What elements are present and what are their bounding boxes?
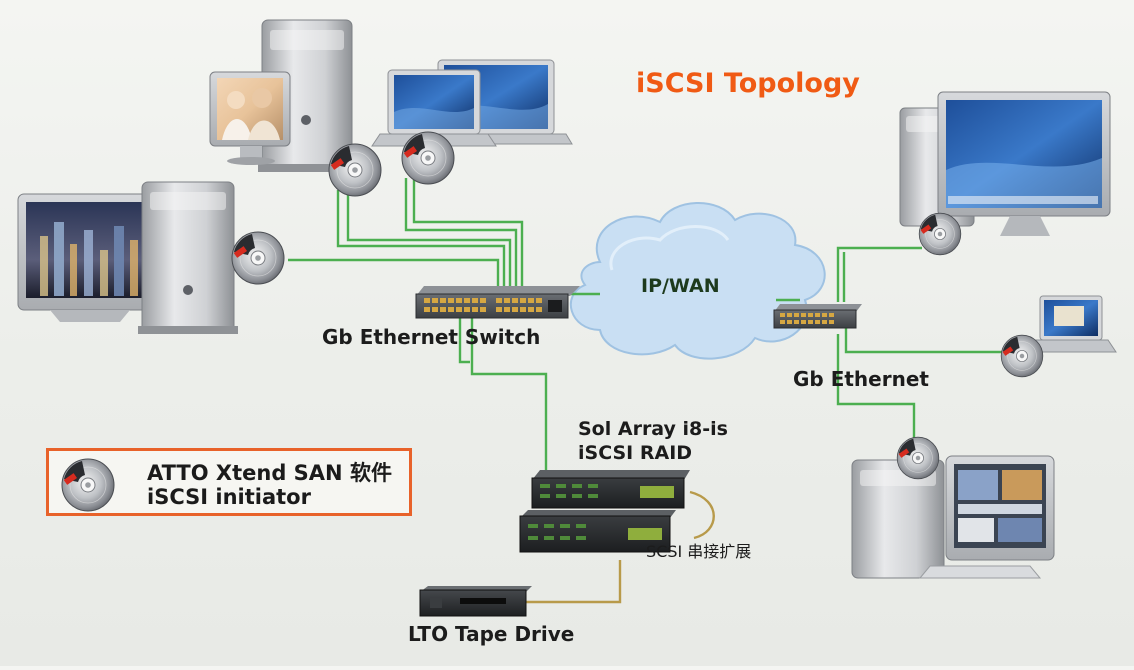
legend-line2: iSCSI initiator (147, 485, 311, 509)
diagram-title: iSCSI Topology (636, 68, 860, 99)
gb-ethernet-switch-right (773, 304, 862, 329)
laptops-top (371, 59, 573, 147)
laptop-right (1025, 295, 1117, 353)
raid-label-line1: Sol Array i8-is (578, 418, 728, 440)
initiator-disc-icon (328, 143, 382, 197)
raid-label-line2: iSCSI RAID (578, 442, 693, 464)
initiator-disc-icon (401, 131, 455, 185)
workstation-bottom-right (851, 455, 1055, 579)
legend-disc-icon (61, 458, 115, 512)
legend-line1: ATTO Xtend SAN 软件 (147, 461, 392, 485)
initiator-disc-icon (896, 436, 940, 480)
scsi-links (520, 490, 715, 604)
initiator-disc-icon (918, 212, 962, 256)
network-links (288, 178, 1006, 482)
switch-right-label: Gb Ethernet (793, 367, 929, 391)
workstation-left (17, 181, 238, 334)
initiator-disc-icon (1000, 334, 1044, 378)
initiator-disc-icon (231, 231, 285, 285)
legend-box: ATTO Xtend SAN 软件 iSCSI initiator (46, 448, 412, 516)
gb-ethernet-switch-left (415, 286, 580, 319)
lto-tape-drive (419, 586, 532, 617)
workstation-top-left (209, 19, 356, 172)
sol-array-raid (519, 470, 690, 553)
switch-left-label: Gb Ethernet Switch (322, 325, 541, 349)
cloud-label: IP/WAN (641, 275, 720, 297)
scsi-label: SCSI 串接扩展 (646, 542, 752, 561)
tape-label: LTO Tape Drive (408, 622, 575, 646)
workstation-top-right (899, 91, 1111, 236)
